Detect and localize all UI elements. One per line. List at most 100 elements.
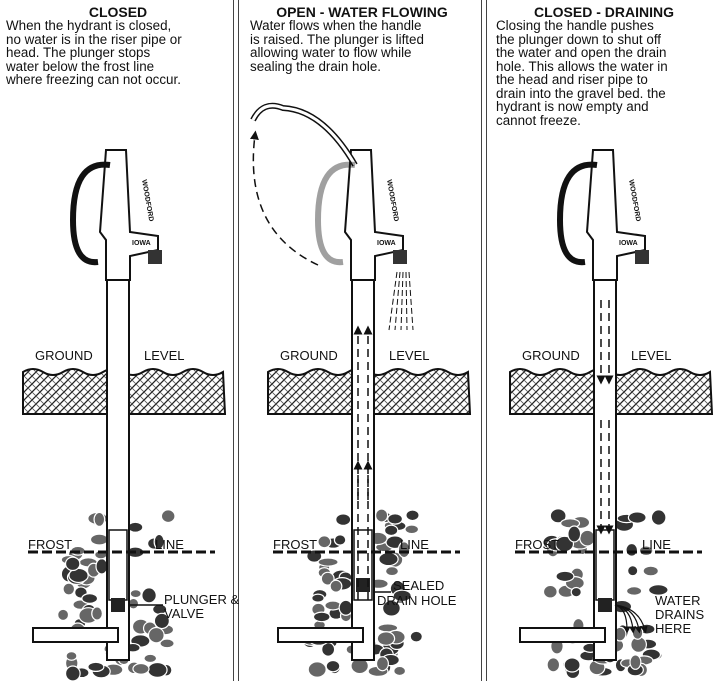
gravel-stone — [153, 612, 170, 630]
panel-open: OPEN - WATER FLOWING Water flows when th… — [240, 0, 484, 681]
frost-label: FROST — [28, 537, 72, 552]
gravel-stone — [64, 665, 81, 681]
desc-line: head. The plunger stops — [6, 45, 151, 60]
gravel-stone — [325, 659, 341, 673]
gravel-stone — [542, 584, 558, 599]
gravel-stone — [625, 586, 643, 596]
level-label: LEVEL — [144, 348, 184, 363]
desc-line: where freezing can not occur. — [6, 72, 181, 87]
gravel-stone — [143, 653, 158, 664]
gravel-stone — [57, 608, 70, 622]
gravel-stone — [129, 589, 142, 599]
level-label: LEVEL — [631, 348, 671, 363]
desc-line: hydrant is now empty and — [496, 99, 649, 114]
gravel-stone — [570, 586, 582, 598]
desc-line: Closing the handle pushes — [496, 18, 654, 33]
gravel-stone — [378, 551, 399, 567]
gravel-stone — [87, 661, 105, 672]
hydrant-3 — [509, 149, 714, 680]
gravel-stone — [89, 533, 109, 546]
handle-raised-inner — [251, 104, 357, 166]
gravel-stone — [132, 662, 150, 675]
handle — [314, 161, 356, 266]
gravel-stone — [629, 654, 642, 670]
plunger — [111, 598, 125, 612]
gravel-stone — [141, 587, 157, 604]
callout-text: WATER — [655, 593, 701, 608]
line-label: LINE — [155, 537, 184, 552]
desc-line: cannot freeze. — [496, 112, 581, 128]
callout-text: HERE — [655, 621, 691, 636]
gravel-stone — [64, 556, 81, 572]
inlet-pipe — [32, 627, 119, 643]
gravel-stone — [579, 529, 596, 547]
drain-out-arrow — [614, 604, 648, 634]
gravel-stone — [375, 656, 389, 672]
gravel-stone — [317, 535, 332, 549]
desc-line: the plunger down to shut off — [496, 31, 662, 47]
iowa-text: IOWA — [132, 240, 151, 247]
gravel-stone — [62, 582, 76, 596]
ground-label: GROUND — [522, 348, 580, 363]
gravel-stone — [95, 558, 109, 575]
hydrant-1 — [22, 149, 227, 681]
gravel-stone — [376, 631, 396, 646]
gravel-stone — [65, 651, 78, 661]
valve-body — [595, 529, 615, 601]
ground-label: GROUND — [280, 348, 338, 363]
gravel-stone — [307, 661, 327, 678]
gravel-stone — [91, 606, 103, 621]
handle — [556, 161, 598, 266]
gravel-stone — [338, 599, 354, 616]
inlet-pipe — [277, 627, 364, 643]
gravel-stone — [405, 509, 420, 522]
line-label: LINE — [642, 537, 671, 552]
desc-line: allowing water to flow while — [250, 45, 412, 60]
gravel-stone — [312, 611, 331, 623]
gravel-stone — [627, 511, 647, 524]
hydrant-2 — [249, 102, 472, 678]
woodford-text: WOODFORD — [627, 179, 641, 222]
water-spray — [405, 271, 408, 331]
valve-body — [108, 529, 128, 601]
hose-nozzle — [635, 250, 649, 264]
panel-title: CLOSED — [88, 4, 148, 20]
handle-raised — [250, 102, 358, 167]
desc-line: the water and open the drain — [496, 45, 667, 60]
water-spray — [408, 271, 414, 331]
gravel-stone — [627, 565, 639, 577]
gravel-stone — [404, 524, 420, 535]
gravel-stone — [93, 511, 106, 527]
gravel-stone — [317, 557, 339, 567]
panel-draining: CLOSED - DRAINING Closing the handle pus… — [488, 0, 720, 681]
divider — [481, 0, 487, 681]
gravel-stone — [563, 657, 581, 673]
desc-line: water below the frost line — [6, 58, 155, 74]
inlet-pipe — [519, 627, 606, 643]
gravel-stone — [147, 661, 168, 678]
plunger — [598, 598, 612, 612]
gravel-stone — [311, 593, 325, 603]
panel-title: OPEN - WATER FLOWING — [276, 4, 448, 20]
plunger — [356, 578, 370, 592]
gravel-stone — [625, 542, 639, 557]
gravel-stone — [650, 509, 667, 526]
hose-nozzle — [393, 250, 407, 264]
gravel-stone — [409, 630, 423, 643]
hydrant-head — [585, 149, 646, 281]
desc-line: the head and riser pipe to — [496, 72, 648, 87]
hose-nozzle — [148, 250, 162, 264]
woodford-text: WOODFORD — [385, 179, 399, 222]
handle — [69, 161, 111, 266]
gravel-stone — [147, 626, 165, 644]
gravel-stone — [631, 625, 644, 640]
handle-motion-arrow — [249, 130, 319, 266]
gravel-stone — [160, 509, 176, 524]
gravel-stone — [393, 665, 407, 677]
callout-text: VALVE — [164, 606, 204, 621]
desc-line: drain into the gravel bed. the — [496, 85, 666, 101]
woodford-text: WOODFORD — [140, 179, 154, 222]
gravel-stone — [127, 521, 144, 533]
hydrant-head — [98, 149, 159, 281]
